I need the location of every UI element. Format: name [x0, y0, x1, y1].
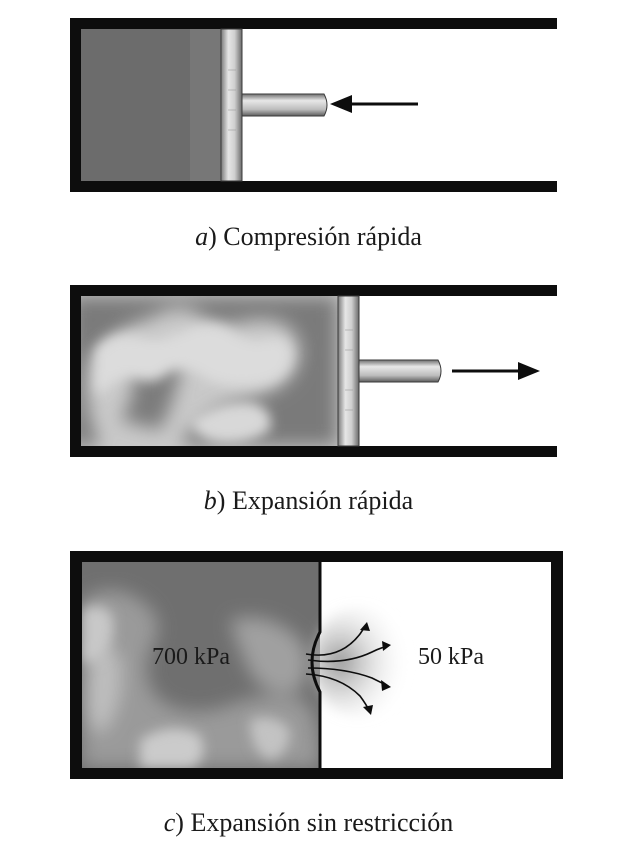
panel-a-cylinder — [70, 18, 557, 192]
panel-c-bottom-wall — [70, 768, 563, 779]
panel-b-rod — [358, 359, 442, 383]
caption-c-letter: c — [163, 808, 176, 837]
left-pressure-label: 700 kPa — [152, 644, 230, 670]
caption-b-title: Expansión rápida — [231, 486, 414, 515]
panel-c-partition — [310, 562, 322, 768]
caption-a-letter: a — [195, 222, 209, 251]
arrow-left-icon — [330, 95, 418, 113]
panel-a-bottom-wall — [70, 181, 557, 192]
panel-a-left-wall — [70, 18, 81, 192]
caption-c-title: Expansión sin restricción — [190, 808, 454, 837]
panel-a-piston — [220, 28, 243, 182]
caption-a-title: Compresión rápida — [223, 222, 422, 251]
panel-b-piston — [337, 295, 360, 447]
panel-c-right-wall — [551, 551, 563, 779]
caption-b: b) Expansión rápida — [203, 486, 414, 515]
panel-b-gas — [80, 296, 338, 446]
panel-a-top-wall — [70, 18, 557, 29]
panel-b-bottom-wall — [70, 446, 557, 457]
caption-c: c) Expansión sin restricción — [163, 808, 454, 837]
panel-b-piston-ticks — [345, 329, 353, 411]
right-pressure-label: 50 kPa — [418, 644, 484, 670]
panel-b-left-wall — [70, 285, 81, 457]
panel-c-chamber — [70, 551, 563, 779]
diverging-arrows-icon — [305, 622, 391, 715]
panel-b-cylinder — [70, 285, 557, 457]
caption-b-letter: b — [203, 486, 217, 515]
panel-c-left-wall — [70, 551, 82, 779]
panel-a-gas-shade — [190, 29, 221, 181]
panel-c-gas — [82, 562, 320, 768]
panel-c-top-wall — [70, 551, 563, 562]
caption-a: a) Compresión rápida — [195, 222, 422, 251]
arrow-right-icon — [452, 362, 540, 380]
panel-a-piston-ticks — [228, 69, 236, 131]
panel-b-top-wall — [70, 285, 557, 296]
panel-a-rod — [241, 93, 328, 117]
